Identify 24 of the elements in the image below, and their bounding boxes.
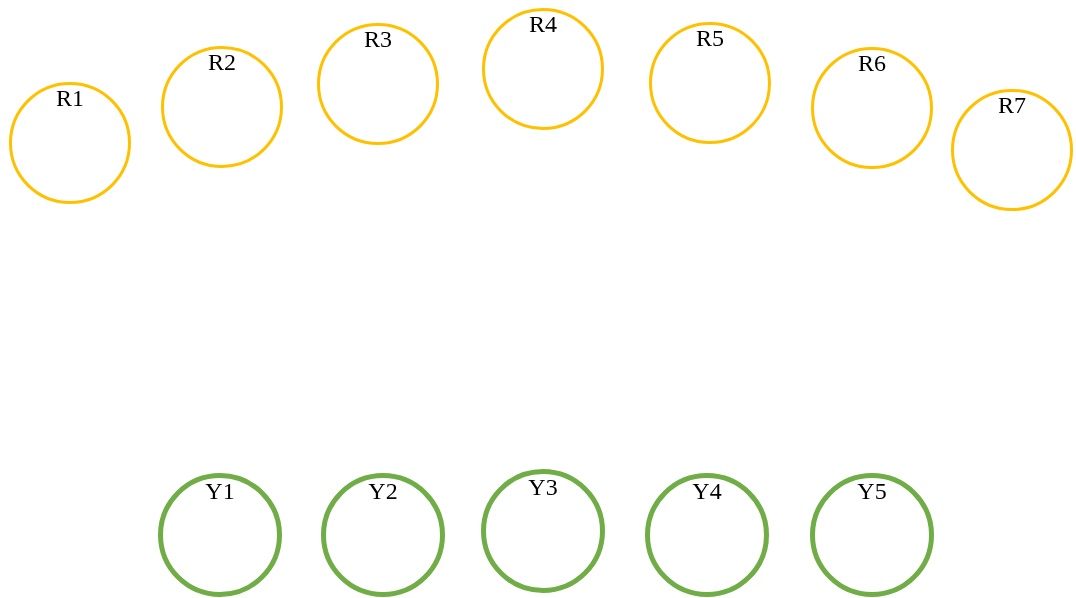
circle-node [321, 473, 445, 597]
circle-node [810, 473, 934, 597]
node-label: R5 [696, 25, 724, 51]
node-label: Y1 [205, 478, 235, 504]
circle-node [481, 469, 605, 593]
circle-node [811, 47, 933, 169]
node-label: R3 [364, 26, 392, 52]
node-label: Y3 [528, 474, 558, 500]
node-label: R4 [529, 11, 557, 37]
circle-node [645, 473, 769, 597]
node-label: R1 [56, 85, 84, 111]
circle-node [649, 22, 771, 144]
node-label: R7 [998, 92, 1026, 118]
node-label: Y5 [857, 478, 887, 504]
circle-node [161, 46, 283, 168]
circle-node [482, 8, 604, 130]
circle-node [9, 82, 131, 204]
node-label: R2 [208, 49, 236, 75]
circle-node [158, 473, 282, 597]
node-label: Y2 [368, 478, 398, 504]
node-label: Y4 [692, 478, 722, 504]
circle-node [317, 23, 439, 145]
node-label: R6 [858, 50, 886, 76]
circle-node [951, 89, 1073, 211]
